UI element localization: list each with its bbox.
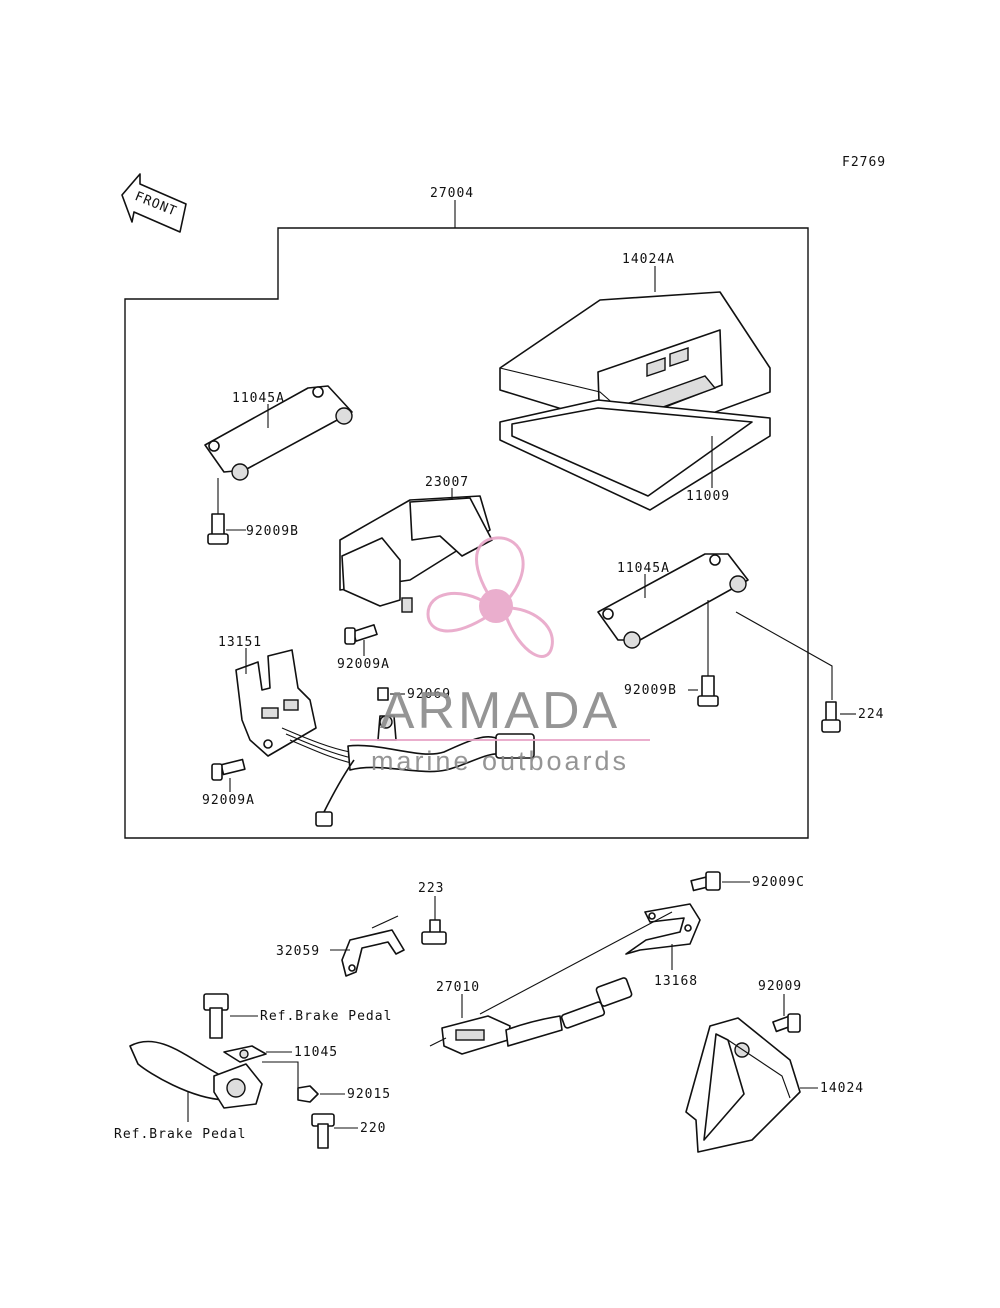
bolt-92009A-mid [344,624,378,645]
label-92009A-mid: 92009A [337,657,390,672]
label-ref-brake-2: Ref.Brake Pedal [114,1127,246,1142]
figure-code: F2769 [842,155,886,170]
propeller-icon [426,536,554,658]
bolt-224 [821,701,841,733]
bolt-92009B-right [697,675,719,707]
nut-92015 [297,1085,319,1103]
stay-32059 [341,915,405,977]
label-92015: 92015 [347,1087,391,1102]
label-27010: 27010 [436,980,480,995]
label-13151: 13151 [218,635,262,650]
switch-13151 [235,649,535,827]
label-92009B-right: 92009B [624,683,677,698]
clip-92069 [377,687,389,701]
pedal-arm [129,1040,263,1109]
bracket-left [204,385,353,481]
label-14024: 14024 [820,1081,864,1096]
label-220: 220 [360,1121,386,1136]
label-92009C: 92009C [752,875,805,890]
bracket-13168 [625,903,701,955]
bolt-92009C [690,871,721,892]
bolt-92009B-left [207,513,229,545]
switch-27010 [429,977,633,1055]
label-11045A-left: 11045A [232,391,285,406]
plate-11045 [223,1045,267,1063]
label-11009: 11009 [686,489,730,504]
label-92009B-left: 92009B [246,524,299,539]
bolt-220 [311,1113,335,1149]
front-arrow-icon: FRONT [121,173,187,233]
label-11045: 11045 [294,1045,338,1060]
label-13168: 13168 [654,974,698,989]
label-224: 224 [858,707,884,722]
bracket-right [597,553,749,649]
bolt-92009 [772,1013,801,1033]
cover-14024 [685,1017,801,1153]
bolt-223 [421,919,447,945]
label-92069: 92069 [407,687,451,702]
label-92009A-low: 92009A [202,793,255,808]
holder-23007 [339,495,493,613]
label-23007: 23007 [425,475,469,490]
label-32059: 32059 [276,944,320,959]
label-92009: 92009 [758,979,802,994]
brake-bolt [203,993,229,1039]
watermark-brand: ARMADA [380,682,620,740]
gasket [499,399,771,511]
bolt-92009A-low [211,758,246,781]
watermark-tagline: marine outboards [371,746,629,776]
assembly-frame [124,227,809,839]
label-ref-brake-1: Ref.Brake Pedal [260,1009,392,1024]
label-223: 223 [418,881,444,896]
label-14024A: 14024A [622,252,675,267]
watermark: ARMADA marine outboards [350,536,650,776]
label-11045A-right: 11045A [617,561,670,576]
label-27004: 27004 [430,186,474,201]
